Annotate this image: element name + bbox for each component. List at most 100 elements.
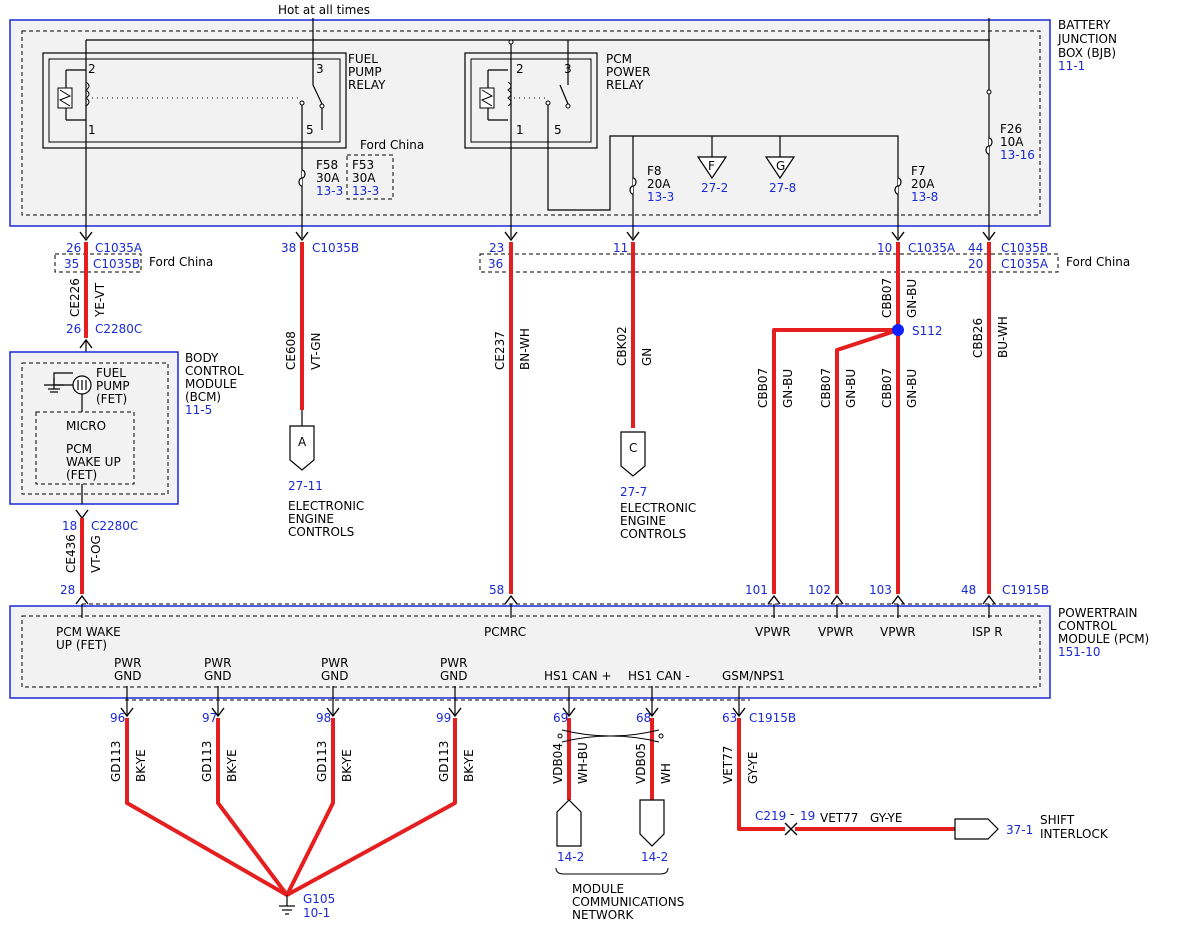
svg-text:S112: S112 xyxy=(912,324,943,338)
svg-text:VT-GN: VT-GN xyxy=(309,333,323,370)
pcm-bottom-pin-arrows xyxy=(120,686,746,718)
svg-text:POWERTRAIN: POWERTRAIN xyxy=(1058,606,1138,620)
svg-text:30A: 30A xyxy=(352,171,376,185)
svg-text:5: 5 xyxy=(554,123,562,137)
svg-text:27-7: 27-7 xyxy=(620,485,647,499)
svg-text:1: 1 xyxy=(88,123,96,137)
svg-text:BK-YE: BK-YE xyxy=(462,749,476,782)
svg-text:VPWR: VPWR xyxy=(880,625,916,639)
connector-c2280c-bottom: 18 C2280C xyxy=(62,509,138,533)
svg-text:MODULE: MODULE xyxy=(185,377,237,391)
svg-text:C: C xyxy=(629,441,637,455)
svg-text:UP (FET): UP (FET) xyxy=(56,638,107,652)
svg-text:23: 23 xyxy=(489,241,504,255)
svg-text:YE-VT: YE-VT xyxy=(93,282,107,318)
svg-text:C1035B: C1035B xyxy=(93,257,140,271)
svg-text:CBK02: CBK02 xyxy=(615,326,629,366)
ref-connector-a: A 27-11 ELECTRONIC ENGINE CONTROLS xyxy=(288,410,364,539)
svg-text:PWR: PWR xyxy=(114,656,141,670)
svg-text:ENGINE: ENGINE xyxy=(620,514,666,528)
pcm-top-connector: C1915B xyxy=(1002,583,1049,597)
svg-text:C1035A: C1035A xyxy=(95,241,143,255)
svg-text:VDB05: VDB05 xyxy=(634,743,648,784)
svg-text:10A: 10A xyxy=(1000,135,1024,149)
svg-text:GND: GND xyxy=(440,669,468,683)
svg-text:37-1: 37-1 xyxy=(1006,823,1033,837)
pcm-ref: 151-10 xyxy=(1058,645,1101,659)
fuse-f26: F26 10A 13-16 xyxy=(985,122,1035,162)
svg-text:CONTROL: CONTROL xyxy=(1058,619,1117,633)
svg-text:11: 11 xyxy=(613,241,628,255)
svg-text:GND: GND xyxy=(321,669,349,683)
wire-cbb07-101 xyxy=(772,328,898,594)
svg-text:CONTROL: CONTROL xyxy=(185,364,244,378)
svg-text:20: 20 xyxy=(968,257,983,271)
svg-text:GY-YE: GY-YE xyxy=(746,752,760,784)
svg-text:PCM: PCM xyxy=(606,52,632,66)
fuse-f58: F58 30A 13-3 xyxy=(298,158,343,198)
svg-text:(FET): (FET) xyxy=(66,468,97,482)
svg-text:CONTROLS: CONTROLS xyxy=(620,527,686,541)
svg-text:VDB04: VDB04 xyxy=(551,743,565,784)
svg-text:VPWR: VPWR xyxy=(755,625,791,639)
svg-text:30A: 30A xyxy=(316,171,340,185)
shift-interlock: 37-1 SHIFT INTERLOCK xyxy=(954,813,1109,841)
svg-text:14-2: 14-2 xyxy=(641,850,668,864)
ford-china-note: Ford China xyxy=(360,138,424,152)
svg-text:MICRO: MICRO xyxy=(66,419,106,433)
connector-c1035: 26 C1035A 35 C1035B Ford China 38 C1035B… xyxy=(54,231,1130,273)
svg-text:98: 98 xyxy=(316,711,331,725)
pcm-bottom-connector: C1915B xyxy=(749,711,796,725)
svg-text:13-8: 13-8 xyxy=(911,190,938,204)
svg-text:1: 1 xyxy=(516,123,524,137)
svg-text:VPWR: VPWR xyxy=(818,625,854,639)
svg-text:CE436: CE436 xyxy=(64,534,78,573)
svg-text:GN-BU: GN-BU xyxy=(905,279,919,318)
svg-text:35: 35 xyxy=(64,257,79,271)
svg-text:GN: GN xyxy=(640,348,654,366)
svg-text:38: 38 xyxy=(281,241,296,255)
svg-text:PCM: PCM xyxy=(66,442,92,456)
svg-text:13-3: 13-3 xyxy=(316,184,343,198)
svg-text:PUMP: PUMP xyxy=(348,65,382,79)
network-connectors: 14-2 14-2 MODULE COMMUNICATIONS NETWORK xyxy=(555,799,684,922)
svg-text:GSM/NPS1: GSM/NPS1 xyxy=(722,669,785,683)
svg-text:WAKE UP: WAKE UP xyxy=(66,455,121,469)
splice-s112: S112 xyxy=(892,324,943,338)
svg-text:POWER: POWER xyxy=(606,65,650,79)
svg-text:GND: GND xyxy=(204,669,232,683)
svg-text:96: 96 xyxy=(110,711,125,725)
bcm-labels: FUEL PUMP (FET) MICRO PCM WAKE UP (FET) xyxy=(66,366,130,482)
svg-text:BATTERY: BATTERY xyxy=(1058,18,1111,32)
svg-text:2: 2 xyxy=(88,62,96,76)
svg-text:VET77: VET77 xyxy=(721,746,735,784)
bcm-ref: 11-5 xyxy=(185,403,212,417)
twisted-pair-marker xyxy=(557,729,664,743)
svg-text:97: 97 xyxy=(202,711,217,725)
svg-text:63: 63 xyxy=(722,711,737,725)
svg-text:CONTROLS: CONTROLS xyxy=(288,525,354,539)
svg-text:44: 44 xyxy=(968,241,983,255)
svg-text:HS1 CAN -: HS1 CAN - xyxy=(628,669,690,683)
svg-text:10-1: 10-1 xyxy=(303,906,330,920)
svg-text:COMMUNICATIONS: COMMUNICATIONS xyxy=(572,895,684,909)
svg-text:13-3: 13-3 xyxy=(352,184,379,198)
svg-text:F58: F58 xyxy=(316,158,338,172)
fuse-f7: F7 20A 13-8 xyxy=(894,164,938,204)
svg-text:CBB07: CBB07 xyxy=(756,368,770,408)
svg-text:68: 68 xyxy=(636,711,651,725)
svg-text:27-2: 27-2 xyxy=(701,181,728,195)
ref-connector-c: C 27-7 ELECTRONIC ENGINE CONTROLS xyxy=(620,431,696,541)
svg-text:F7: F7 xyxy=(911,164,926,178)
svg-text:VT-OG: VT-OG xyxy=(89,535,103,573)
svg-text:58: 58 xyxy=(489,583,504,597)
svg-text:C2280C: C2280C xyxy=(95,322,142,336)
wire-labels: CE226 YE-VT CE608 VT-GN CE237 BN-WH CBK0… xyxy=(64,278,1010,784)
svg-text:MODULE (PCM): MODULE (PCM) xyxy=(1058,632,1149,646)
svg-text:PWR: PWR xyxy=(204,656,231,670)
svg-text:GD113: GD113 xyxy=(200,741,214,782)
svg-text:CE226: CE226 xyxy=(68,278,82,317)
svg-text:26: 26 xyxy=(66,322,81,336)
svg-text:GN-BU: GN-BU xyxy=(844,369,858,408)
svg-text:JUNCTION: JUNCTION xyxy=(1057,32,1117,46)
